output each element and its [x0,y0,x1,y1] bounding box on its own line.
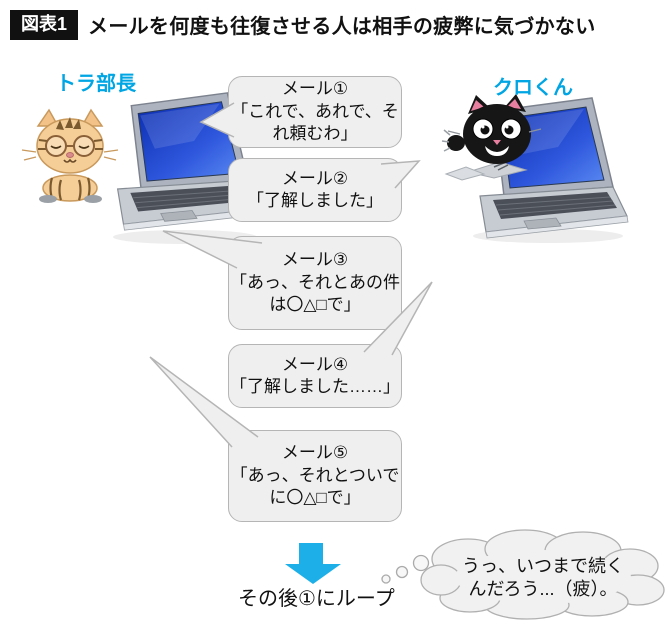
mail-label: メール④ [281,354,349,374]
mail-label: メール① [281,79,349,99]
speech-bubble-mail-2: メール② 「了解しました」 [228,158,402,222]
mail-body: 「あっ、それとあの件は〇△□で」 [230,272,400,315]
mail-body: 「了解しました」 [247,191,383,210]
mail-label: メール② [281,168,349,188]
mail-body: 「これで、あれで、それ頼むわ」 [231,101,399,144]
speech-bubble-mail-1: メール① 「これで、あれで、それ頼むわ」 [228,76,402,148]
header: 図表1 メールを何度も往復させる人は相手の疲弊に気づかない [10,10,596,40]
page-title: メールを何度も往復させる人は相手の疲弊に気づかない [88,16,596,39]
mail-body: 「あっ、それとついでに〇△□で」 [230,465,400,508]
black-cat-icon [441,94,542,181]
speech-bubble-mail-4: メール④ 「了解しました……」 [228,344,402,408]
speech-bubble-mail-3: メール③ 「あっ、それとあの件は〇△□で」 [228,236,402,330]
right-character-label: クロくん [493,77,573,99]
thought-caption: うっ、いつまで続くんだろう...（疲）。 [462,556,624,600]
speech-bubble-mail-5: メール⑤ 「あっ、それとついでに〇△□で」 [228,430,402,522]
mail-label: メール⑤ [281,443,349,463]
loop-caption: その後①にループ [238,588,395,610]
tiger-cat-icon [21,108,119,203]
figure-badge: 図表1 [10,10,79,40]
mail-body: 「了解しました……」 [230,377,400,396]
mail-label: メール③ [281,250,349,270]
left-character-label: トラ部長 [56,73,136,95]
